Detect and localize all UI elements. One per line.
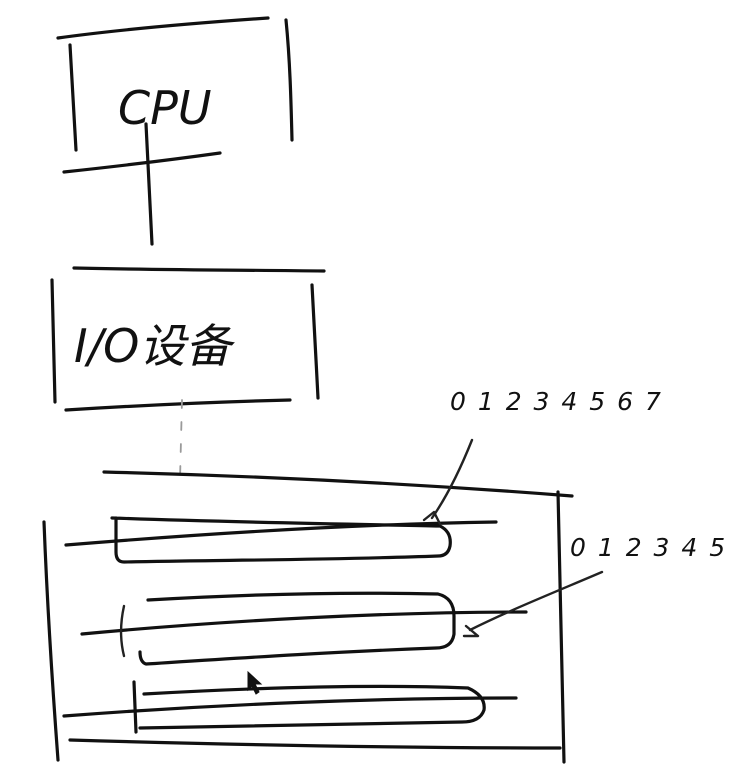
row-1-cell <box>110 516 452 564</box>
bit-index-right-arrow-head <box>462 624 480 638</box>
bit-index-right-text: 0 1 2 3 4 5 6 7 <box>570 533 738 562</box>
cpu-box-right-edge <box>284 18 294 142</box>
memory-right-edge <box>556 490 566 764</box>
bit-index-top-text: 0 1 2 3 4 5 6 7 <box>450 387 663 416</box>
row-2-rail <box>80 610 528 636</box>
bit-index-right-arrow <box>468 570 604 632</box>
cpu-to-io-connector <box>144 122 154 246</box>
bit-index-annotation-top: 0 1 2 3 4 5 6 7 <box>422 387 663 526</box>
row-3-rail <box>62 696 518 718</box>
io-box-top-edge <box>72 266 326 273</box>
mouse-pointer-icon <box>247 670 263 695</box>
row-3-left-tick <box>132 680 138 734</box>
memory-bottom-line <box>68 738 562 750</box>
io-device-block: I/O设备 <box>50 266 326 412</box>
cpu-box-bottom-edge <box>62 151 222 174</box>
cpu-block: CPU <box>56 16 294 174</box>
row-2-left-tick <box>119 604 126 658</box>
cpu-box-top-edge <box>56 16 270 40</box>
cpu-box-left-edge <box>68 43 78 152</box>
row-3-cell <box>138 684 486 730</box>
bit-index-annotation-right: 0 1 2 3 4 5 6 7 <box>462 533 738 638</box>
memory-frame <box>42 470 574 764</box>
row-2-cell <box>138 591 456 666</box>
memory-left-edge <box>42 520 60 762</box>
cpu-label: CPU <box>118 81 212 135</box>
io-box-left-edge <box>50 278 57 404</box>
memory-row-3 <box>62 680 518 734</box>
bit-index-top-arrow <box>430 438 474 520</box>
memory-top-line <box>102 470 574 498</box>
io-box-bottom-edge <box>64 398 292 412</box>
memory-row-1 <box>64 516 498 564</box>
memory-row-2 <box>80 591 528 666</box>
io-box-right-edge <box>310 283 320 400</box>
io-device-label: I/O设备 <box>74 319 235 373</box>
io-faint-guide <box>179 399 183 481</box>
bit-index-top-arrow-head <box>422 510 442 526</box>
